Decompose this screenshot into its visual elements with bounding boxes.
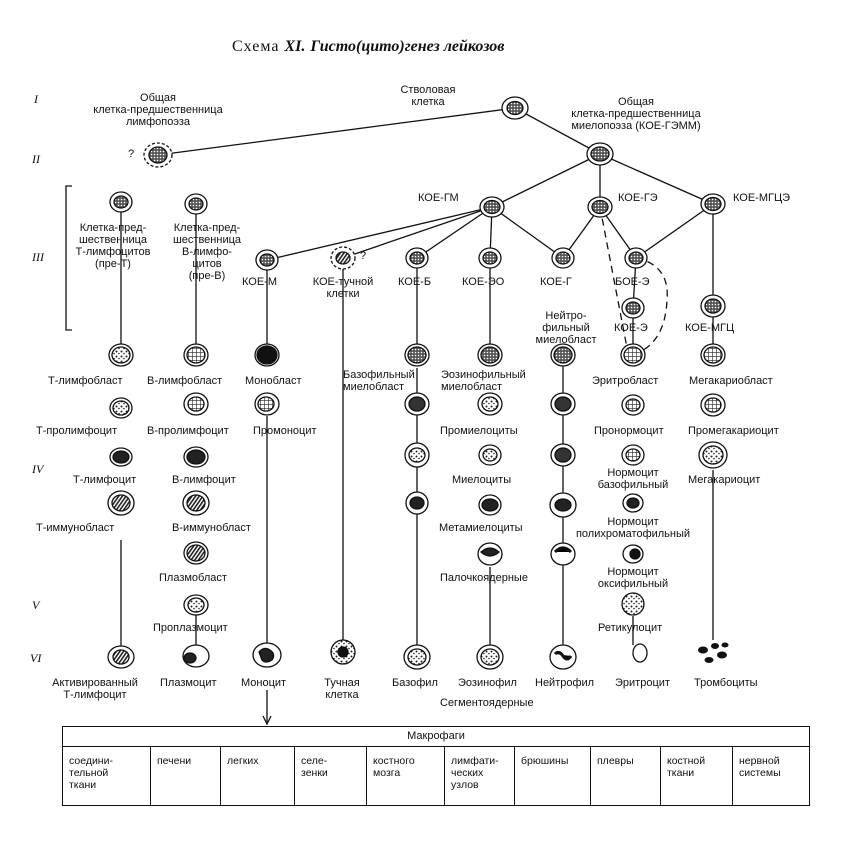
boe-e-label: БОЕ-Э [615,276,650,288]
diagram-title: Схема XI. Гисто(цито)генез лейкозов [232,38,504,56]
macrophage-cell-liver: печени [151,746,221,805]
t-lymphoblast-label: Т-лимфобласт [48,375,123,387]
koe-mgce-label: КОЕ-МГЦЭ [733,192,791,204]
t-prolymphocyte-label: Т-пролимфоцит [36,425,118,437]
normocyte-baso-label: Нормоцит базофильный [597,467,669,491]
pre-t-label: Клетка-пред- шественница Т-лимфоцитов (п… [75,222,151,270]
stage-numeral-1: I [34,92,38,106]
b-immunoblast-label: В-иммунобласт [172,522,251,534]
band-label: Палочкоядерные [440,572,528,584]
mast-cell-label: Тучная клетка [324,677,360,701]
erythrocyte-cell [632,643,648,663]
koe-m-label: КОЕ-М [242,276,278,288]
eosino-myeloblast-label: Эозинофильный миелобласт [441,369,526,393]
koe-e-label: КОЕ-Э [614,322,648,334]
t-immunoblast-label: Т-иммунобласт [36,522,115,534]
macrophage-cell-bone: костной ткани [661,746,733,805]
promegakaryocyte-label: Промегакариоцит [688,425,779,437]
macrophage-cell-pleura: плевры [591,746,661,805]
basophil-label: Базофил [392,677,438,689]
thrombocytes-label: Тромбоциты [694,677,758,689]
macrophage-cell-peritoneum: брюшины [515,746,591,805]
reticulocyte-label: Ретикулоцит [598,622,663,634]
macrophages-table: Макрофаги соедини- тельной ткани печени … [62,726,810,806]
activated-t-label: Активированный Т-лимфоцит [52,677,138,701]
b-lymphocyte-label: В-лимфоцит [172,474,236,486]
t-lymphocyte-label: Т-лимфоцит [73,474,137,486]
segmented-label: Сегментоядерные [440,697,534,709]
neutro-band-cell [550,542,576,566]
erythrocyte-label: Эритроцит [615,677,670,689]
myelo-progenitor-label: Общая клетка-предшественница миелопоэза … [571,96,701,132]
myelocytes-label: Миелоциты [452,474,512,486]
macrophage-cell-lungs: легких [221,746,295,805]
stage-numeral-6: VI [30,651,42,665]
macrophage-cell-bone-marrow: костного мозга [367,746,445,805]
koe-mgc-label: КОЕ-МГЦ [685,322,735,334]
macrophage-cell-spleen: селе- зенки [295,746,367,805]
koe-ge-label: КОЕ-ГЭ [618,192,658,204]
promyelocytes-label: Промиелоциты [440,425,518,437]
monocyte-label: Моноцит [241,677,287,689]
megakaryoblast-label: Мегакариобласт [689,375,773,387]
macrophage-cell-connective: соедини- тельной ткани [63,746,151,805]
koe-mast-label: КОЕ-тучной клетки [312,276,374,300]
title-prefix: Схема [232,38,280,55]
macrophages-header: Макрофаги [63,727,809,747]
thrombocytes-group [698,642,729,663]
reticulocyte-cell [621,592,645,616]
b-prolymphocyte-label: В-пролимфоцит [147,425,229,437]
lymph-progenitor-label: Общая клетка-предшественница лимфопоэза [93,92,223,128]
stage-numeral-5: V [32,598,40,612]
mast-question-mark: ? [360,250,367,262]
normocyte-poly-label: Нормоцит полихроматофильный [575,516,691,540]
erythroblast-label: Эритробласт [592,375,659,387]
proplasmocyte-label: Проплазмоцит [153,622,228,634]
eosinophil-label: Эозинофил [458,677,517,689]
title-text: Гисто(цито)генез лейкозов [310,38,505,55]
pronormocyte-label: Пронормоцит [594,425,664,437]
macrophage-cell-lymph-nodes: лимфати- ческих узлов [445,746,515,805]
pre-b-label: Клетка-пред- шественница В-лимфо- цитов … [172,222,242,282]
neutro-myeloblast-label: Нейтро- фильный миелобласт [535,310,597,346]
baso-myeloblast-label: Базофильный миелобласт [343,369,415,393]
stage-numeral-2: II [32,152,40,166]
koe-gm-label: КОЕ-ГМ [418,192,459,204]
koe-g-label: КОЕ-Г [540,276,572,288]
stem-cell-label: Стволовая клетка [400,84,456,108]
plasmocyte-label: Плазмоцит [160,677,217,689]
b-lymphoblast-label: В-лимфобласт [147,375,223,387]
metamyelocytes-label: Метамиелоциты [439,522,523,534]
normocyte-oxy-label: Нормоцит оксифильный [597,566,669,590]
plasmoblast-label: Плазмобласт [159,572,227,584]
koe-eo-label: КОЕ-ЭО [462,276,505,288]
neutrophil-label: Нейтрофил [535,677,595,689]
koe-b-label: КОЕ-Б [398,276,432,288]
stage-numeral-3: III [32,250,44,264]
megakaryocyte-label: Мегакариоцит [688,474,761,486]
promonocyte-label: Промоноцит [253,425,317,437]
title-number: XI. [284,38,306,55]
macrophage-cell-nervous: нервной системы [739,755,781,779]
stage-numeral-4: IV [32,462,44,476]
lymph-question-mark: ? [128,148,135,160]
monoblast-label: Монобласт [245,375,302,387]
